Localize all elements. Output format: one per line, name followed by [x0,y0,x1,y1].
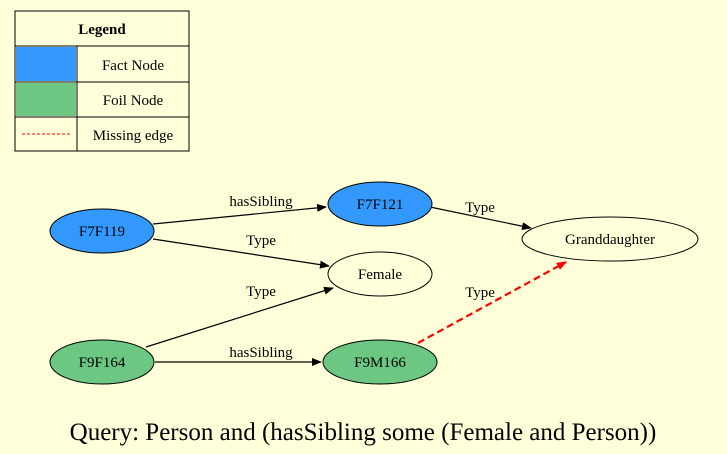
node-f9m166[interactable]: F9M166 [322,339,438,385]
edges: hasSibling Type Type Type hasSibling Typ… [145,194,567,366]
node-label: Female [358,267,402,283]
edge-f7f119-f7f121 [152,203,327,225]
legend-fact-label: Fact Node [102,58,164,74]
legend-frame [14,10,190,152]
edge-f7f121-granddaughter [429,206,532,231]
node-label: F9F164 [79,355,126,371]
node-f7f119[interactable]: F7F119 [49,208,155,254]
legend-foil-label: Foil Node [103,93,164,109]
node-f9f164[interactable]: F9F164 [49,339,155,385]
node-female[interactable]: Female [327,251,433,297]
node-label: F7F119 [79,224,125,240]
node-label: F9M166 [354,355,406,371]
legend-title: Legend [78,22,126,38]
node-f7f121[interactable]: F7F121 [327,181,433,227]
edge-label-type-f7f119: Type [246,233,276,249]
legend-missing-label: Missing edge [93,128,174,144]
edge-label-type-f9f164: Type [246,284,276,300]
node-granddaughter[interactable]: Granddaughter [521,216,699,262]
nodes: F7F119 F7F121 Granddaughter Female F9F16… [49,181,699,385]
edge-label-type-missing: Type [465,285,495,301]
edge-f7f119-female [152,238,330,269]
edge-label-type-f7f121: Type [465,200,495,216]
legend-foil-swatch [16,83,76,116]
legend: Legend Fact Node Foil Node Missing edge [14,10,190,152]
legend-fact-swatch [16,47,76,81]
edge-f9m166-granddaughter-missing [417,261,567,344]
edge-f9f164-female [145,286,334,348]
edge-label-hassibling-top: hasSibling [229,194,293,210]
query-caption: Query: Person and (hasSibling some (Fema… [70,419,657,446]
edge-label-hassibling-bottom: hasSibling [229,345,293,361]
node-label: F7F121 [357,197,404,213]
node-label: Granddaughter [565,232,655,248]
